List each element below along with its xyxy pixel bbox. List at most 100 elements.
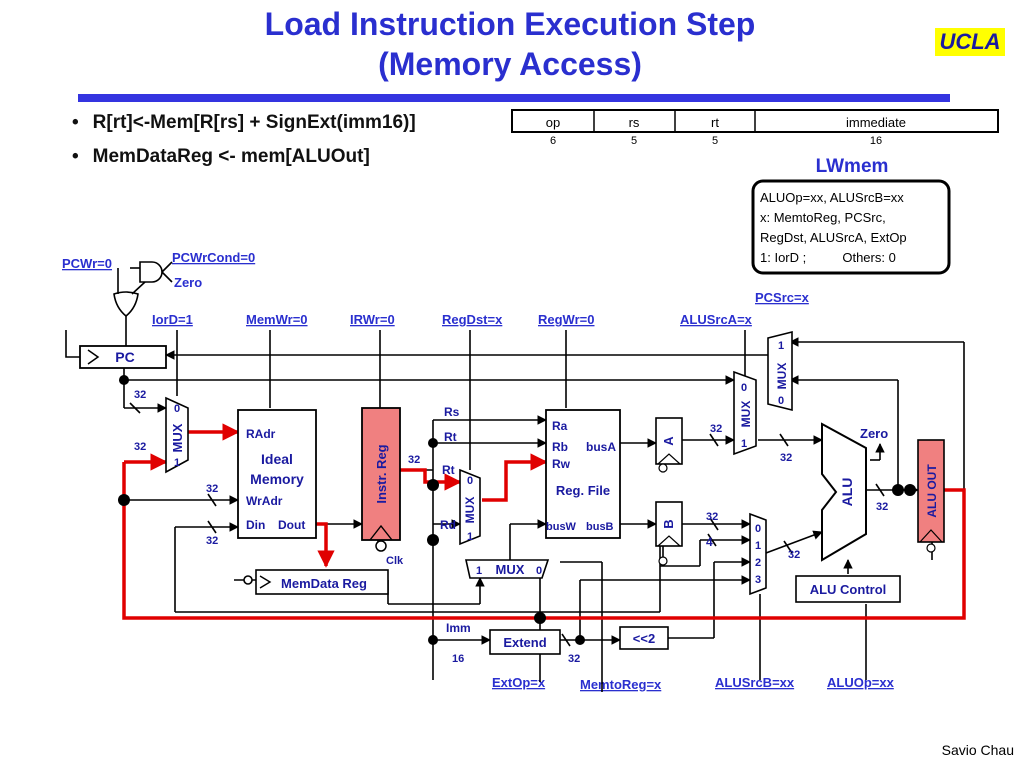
bits-op: 6: [550, 135, 556, 147]
field-op: op: [546, 115, 560, 130]
zero-gate-label: Zero: [174, 275, 202, 290]
svg-text:0: 0: [755, 523, 761, 535]
svg-text:Rb: Rb: [552, 440, 568, 454]
svg-text:Instr. Reg: Instr. Reg: [374, 444, 389, 503]
memtoreg-mux: 1 MUX 0: [465, 559, 550, 579]
bullet-list: R[rt]<-Mem[R[rs] + SignExt(imm16)] MemDa…: [72, 110, 416, 178]
pcsrc-mux: 1 0 MUX: [767, 330, 793, 412]
signal-memwr: MemWr=0: [246, 312, 308, 327]
alu: ALU Zero: [821, 422, 888, 562]
pc-write-gates: [113, 261, 173, 346]
svg-text:Dout: Dout: [278, 518, 305, 532]
svg-text:32: 32: [134, 441, 146, 453]
svg-text:1: 1: [778, 340, 784, 352]
svg-text:0: 0: [536, 565, 542, 577]
sign-extend: Extend: [489, 629, 561, 655]
svg-text:Din: Din: [246, 518, 265, 532]
alusrca-mux: 0 1 MUX: [733, 370, 757, 456]
svg-text:32: 32: [706, 511, 718, 523]
svg-text:1: 1: [741, 438, 747, 450]
svg-text:32: 32: [206, 483, 218, 495]
shift-left-2: <<2: [619, 626, 669, 650]
svg-text:16: 16: [452, 653, 464, 665]
svg-text:MUX: MUX: [739, 401, 753, 428]
control-box-title: LWmem: [816, 156, 889, 177]
svg-text:32: 32: [788, 549, 800, 561]
svg-text:MUX: MUX: [496, 562, 525, 577]
bullet-memdatareg: MemDataReg <- mem[ALUOut]: [72, 144, 416, 178]
svg-text:busW: busW: [546, 521, 577, 533]
svg-text:0: 0: [174, 403, 180, 415]
svg-text:MemData Reg: MemData Reg: [281, 576, 367, 591]
svg-text:Ra: Ra: [552, 419, 568, 433]
svg-text:B: B: [661, 519, 676, 528]
alu-control: ALU Control: [795, 575, 901, 603]
bits-rt: 5: [712, 135, 718, 147]
bits-rs: 5: [631, 135, 637, 147]
svg-text:Rs: Rs: [444, 405, 460, 419]
control-line-4: 1: IorD ; Others: 0: [760, 250, 896, 265]
svg-text:32: 32: [568, 653, 580, 665]
svg-text:32: 32: [876, 501, 888, 513]
instruction-register: Instr. Reg Clk: [361, 407, 404, 567]
ideal-memory: RAdr Ideal Memory WrAdr Din Dout: [237, 409, 317, 539]
svg-text:Rd: Rd: [440, 518, 456, 532]
svg-text:RAdr: RAdr: [246, 427, 276, 441]
pc-label: PC: [115, 349, 134, 365]
svg-text:Imm: Imm: [446, 621, 471, 635]
control-line-3: RegDst, ALUSrcA, ExtOp: [760, 230, 907, 245]
signal-regdst: RegDst=x: [442, 312, 503, 327]
svg-text:3: 3: [755, 574, 761, 586]
title-line-1: Load Instruction Execution Step: [264, 6, 756, 42]
pc-register: PC: [65, 330, 167, 369]
svg-text:Rt: Rt: [444, 430, 457, 444]
svg-text:ALU: ALU: [839, 478, 855, 507]
svg-text:1: 1: [476, 565, 482, 577]
memdata-register: MemData Reg: [255, 569, 389, 595]
svg-text:Rt: Rt: [442, 463, 455, 477]
svg-text:Zero: Zero: [860, 426, 888, 441]
title-line-2: (Memory Access): [378, 46, 642, 82]
ucla-logo: UCLA: [935, 28, 1005, 56]
signal-pcwr: PCWr=0: [62, 256, 112, 271]
bits-immediate: 16: [870, 135, 882, 147]
svg-text:Reg. File: Reg. File: [556, 483, 610, 498]
svg-text:busB: busB: [586, 521, 614, 533]
signal-regwr: RegWr=0: [538, 312, 594, 327]
control-line-2: x: MemtoReg, PCSrc,: [760, 210, 886, 225]
svg-text:0: 0: [741, 382, 747, 394]
svg-text:32: 32: [134, 389, 146, 401]
bullet-rtl: R[rt]<-Mem[R[rs] + SignExt(imm16)]: [72, 110, 416, 144]
field-rt: rt: [711, 115, 719, 130]
svg-text:ALU OUT: ALU OUT: [925, 464, 939, 518]
svg-text:1: 1: [467, 531, 473, 543]
svg-text:A: A: [661, 436, 676, 446]
junctions: [118, 375, 916, 645]
svg-text:32: 32: [408, 454, 420, 466]
instruction-format: op rs rt immediate 6 5 5 16: [511, 109, 999, 147]
author-credit: Savio Chau: [941, 742, 1014, 758]
signal-pcwrcond: PCWrCond=0: [172, 250, 255, 265]
title-rule: [78, 94, 950, 102]
svg-text:0: 0: [778, 395, 784, 407]
svg-text:32: 32: [710, 423, 722, 435]
signal-extop: ExtOp=x: [492, 675, 546, 690]
alusrcb-mux: 0 1 2 3: [749, 512, 767, 596]
alu-out-register: ALU OUT: [917, 439, 945, 553]
signal-iord: IorD=1: [152, 312, 193, 327]
svg-text:busA: busA: [586, 440, 616, 454]
register-b: B: [655, 501, 683, 566]
svg-text:MUX: MUX: [463, 497, 477, 524]
signal-alusrcb: ALUSrcB=xx: [715, 675, 795, 690]
control-box: [751, 179, 951, 275]
svg-text:MUX: MUX: [775, 363, 789, 390]
field-immediate: immediate: [846, 115, 906, 130]
signal-irwr: IRWr=0: [350, 312, 395, 327]
svg-text:1: 1: [755, 540, 761, 552]
svg-text:ALU Control: ALU Control: [810, 582, 887, 597]
svg-text:Extend: Extend: [503, 635, 546, 650]
svg-text:<<2: <<2: [633, 631, 655, 646]
svg-text:Clk: Clk: [386, 555, 404, 567]
svg-text:WrAdr: WrAdr: [246, 494, 283, 508]
